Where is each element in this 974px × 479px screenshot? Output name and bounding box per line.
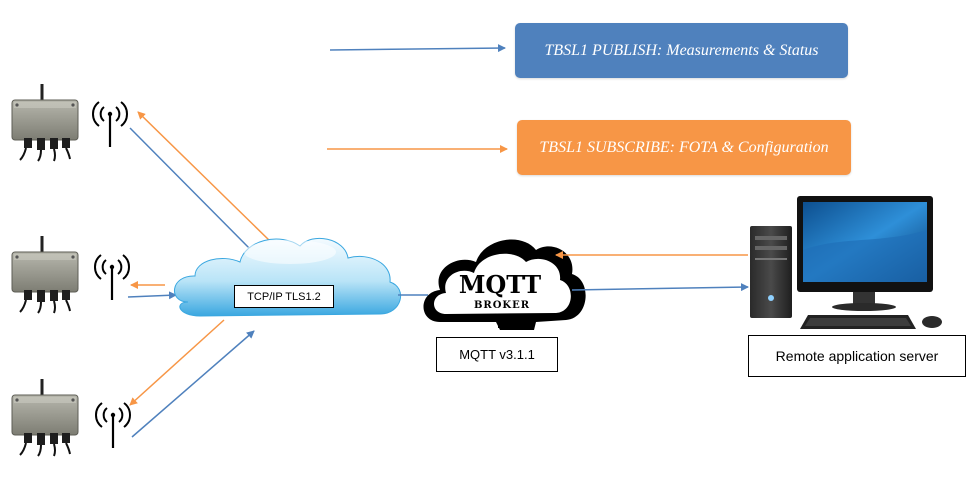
cloud-tls-label: TCP/IP TLS1.2 <box>234 285 334 308</box>
device3-publish-arrow <box>131 330 255 438</box>
sensor-device-icon <box>10 82 80 163</box>
desktop-computer-icon <box>750 196 942 329</box>
broker-to-server-arrow <box>571 283 749 292</box>
sensor-device-icon <box>10 377 80 458</box>
subscribe-legend-box: TBSL1 SUBSCRIBE: FOTA & Configuration <box>517 120 851 175</box>
mqtt-version-label: MQTT v3.1.1 <box>436 337 558 372</box>
sensor-device-icon <box>10 234 80 315</box>
device3-subscribe-arrow <box>129 319 225 406</box>
antenna-signal-icon <box>91 100 129 149</box>
device1-publish-arrow <box>129 127 255 254</box>
cloud-icon <box>173 237 401 317</box>
device2-publish-arrow <box>127 291 177 300</box>
antenna-signal-icon <box>93 253 131 302</box>
subscribe-legend-label: TBSL1 SUBSCRIBE: FOTA & Configuration <box>539 138 829 156</box>
remote-server-label: Remote application server <box>748 335 966 377</box>
publish-legend-box: TBSL1 PUBLISH: Measurements & Status <box>515 23 848 78</box>
mqtt-broker-cloud-icon <box>423 239 586 330</box>
publish-legend-label: TBSL1 PUBLISH: Measurements & Status <box>544 41 819 59</box>
mqtt-version-text: MQTT v3.1.1 <box>459 347 535 362</box>
device1-subscribe-arrow <box>137 111 273 244</box>
mqtt-logo-title: MQTT <box>459 270 541 299</box>
antenna-signal-icon <box>94 401 132 450</box>
remote-server-text: Remote application server <box>775 348 939 364</box>
mqtt-logo-subtitle: BROKER <box>474 300 530 311</box>
cloud-tls-text: TCP/IP TLS1.2 <box>247 290 321 303</box>
legend-publish-arrow <box>329 44 506 53</box>
